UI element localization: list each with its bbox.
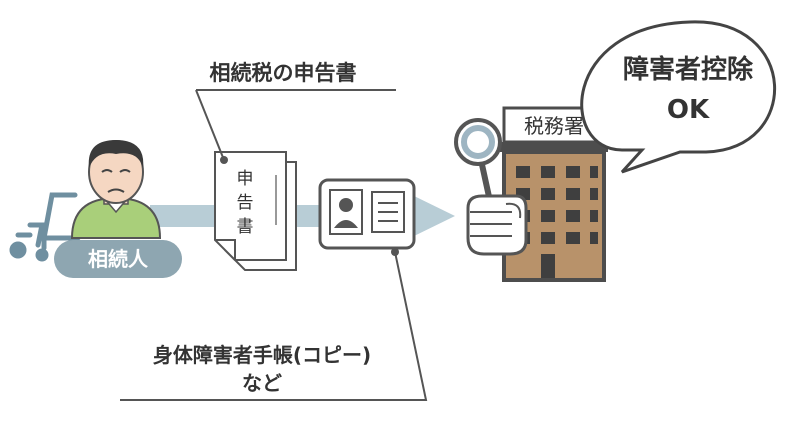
- document-icon: 申 告 書: [214, 151, 297, 271]
- heir-label: 相続人: [88, 247, 149, 271]
- document-char-2: 告: [237, 193, 254, 213]
- heir-badge: 相続人: [54, 240, 182, 278]
- handbook-label-line2: など: [242, 371, 282, 395]
- speech-line-1: 障害者控除: [623, 54, 754, 85]
- handbook-callout: 身体障害者手帳(コピー) など: [120, 251, 428, 401]
- tax-office-label: 税務署: [524, 114, 584, 138]
- wheelchair-icon: [9, 192, 81, 262]
- ok-paddle-icon: [454, 118, 528, 256]
- handbook-label-line1: 身体障害者手帳(コピー): [153, 343, 371, 367]
- speech-line-2: OK: [667, 95, 710, 125]
- person-icon: [70, 140, 162, 239]
- document-char-1: 申: [237, 169, 254, 189]
- tax-return-label: 相続税の申告書: [210, 61, 357, 85]
- id-card-icon: [318, 178, 416, 256]
- tax-return-callout: 相続税の申告書: [195, 61, 396, 161]
- speech-bubble: 障害者控除 OK: [580, 20, 777, 174]
- document-char-3: 書: [237, 217, 254, 237]
